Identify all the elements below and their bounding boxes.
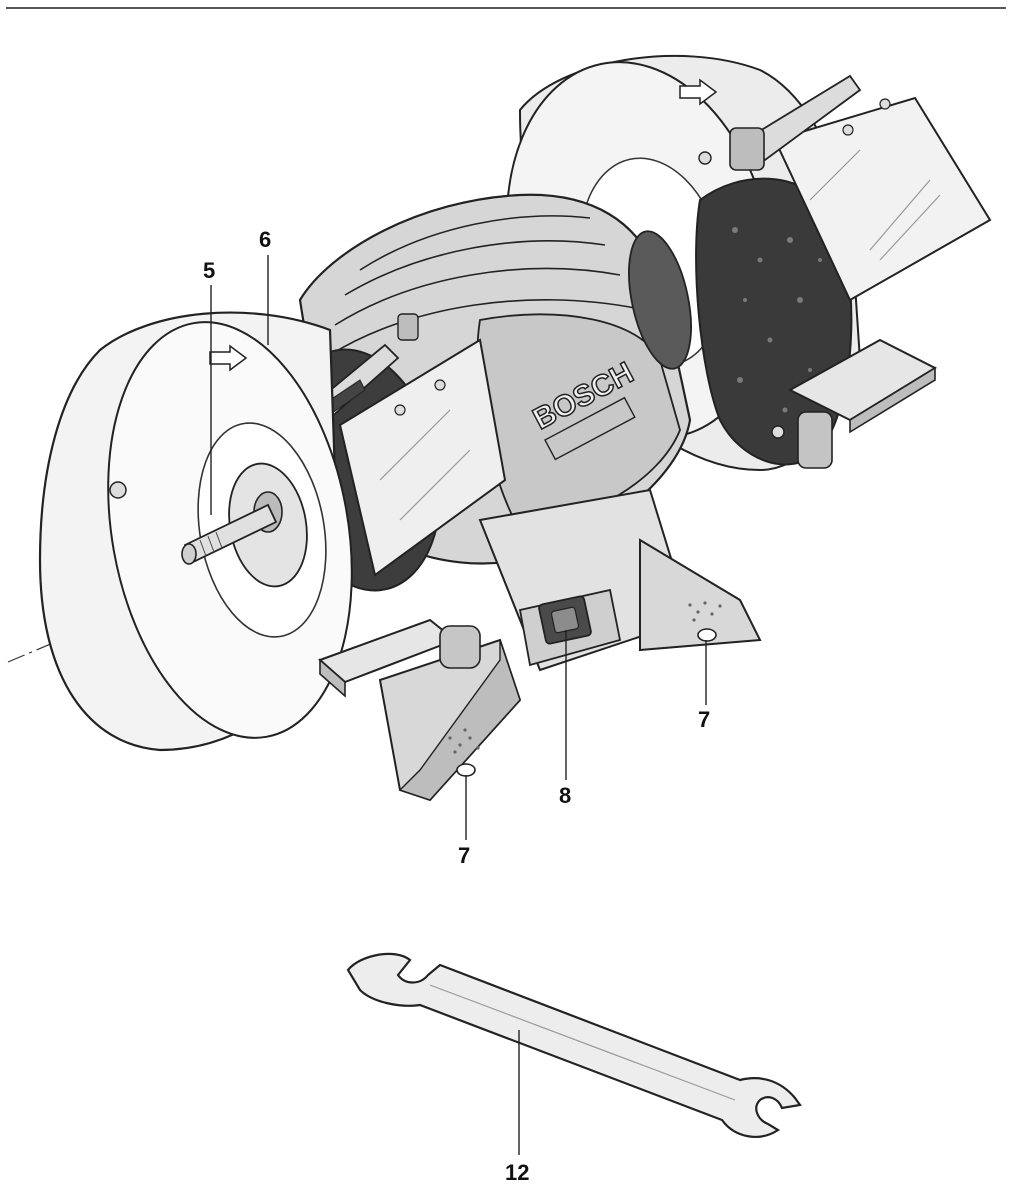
callout-7-left: 7 (458, 843, 470, 868)
wrench (346, 952, 802, 1138)
base-stand (378, 488, 762, 802)
callout-6: 6 (259, 227, 271, 252)
leader-lines (210, 255, 707, 1155)
left-wheel-assembly (38, 311, 507, 752)
callout-labels: 5 6 7 7 8 12 (203, 227, 710, 1185)
callout-8: 8 (559, 783, 571, 808)
callout-12: 12 (505, 1160, 529, 1185)
callout-7-right: 7 (698, 707, 710, 732)
callout-5: 5 (203, 258, 215, 283)
